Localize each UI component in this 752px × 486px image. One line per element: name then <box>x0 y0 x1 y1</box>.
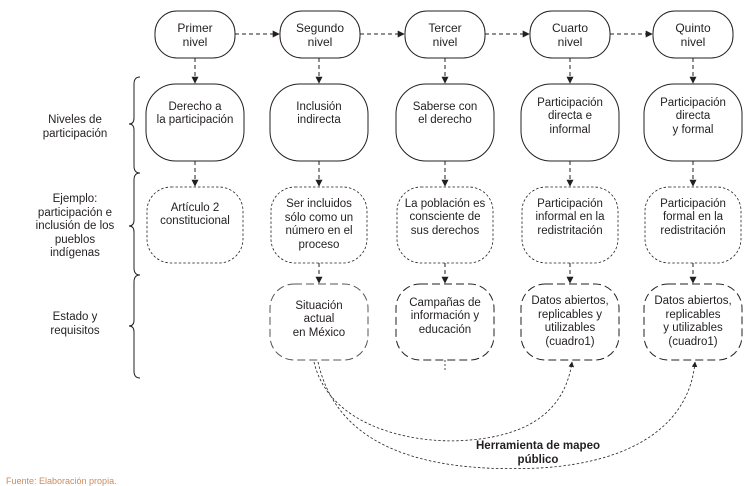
example-text-1: Artículo 2 constitucional <box>160 201 230 228</box>
level-text-3: Tercer nivel <box>428 20 462 49</box>
status-label-1: Situación actual en México <box>270 284 368 356</box>
row-label-ejemplo: Ejemplo: participación e inclusión de lo… <box>35 193 115 259</box>
status-text-1: Situación actual en México <box>292 299 346 339</box>
status-box-1 <box>269 283 369 361</box>
level-label-2: Segundo nivel <box>280 11 360 58</box>
status-label-3: Datos abiertos, replicables y utilizable… <box>521 284 619 360</box>
participation-label-5: Participación directa y formal <box>644 84 742 150</box>
example-label-5: Participación formal en la redistritació… <box>645 187 741 249</box>
example-text-3: La población es consciente de sus derech… <box>404 197 486 237</box>
example-label-1: Artículo 2 constitucional <box>147 187 243 243</box>
participation-label-1: Derecho a la participación <box>146 84 244 144</box>
level-text-4: Cuarto nivel <box>551 20 589 49</box>
participation-text-2: Inclusión indirecta <box>296 100 342 127</box>
row-label-niveles: Niveles de participación <box>42 114 108 140</box>
status-text-4: Datos abiertos, replicables y utilizable… <box>654 295 732 348</box>
brace-estado <box>128 274 141 379</box>
example-box-3 <box>396 186 494 264</box>
participation-text-3: Saberse con el derecho <box>412 100 478 127</box>
example-text-5: Participación formal en la redistritació… <box>660 197 726 237</box>
source-note: Fuente: Elaboración propia. <box>6 476 117 486</box>
participation-label-2: Inclusión indirecta <box>270 84 368 144</box>
level-text-1: Primer nivel <box>177 20 213 49</box>
brace-niveles <box>128 76 141 174</box>
example-label-4: Participación informal en la redistritac… <box>522 187 618 249</box>
example-text-4: Participación informal en la redistritac… <box>535 197 605 237</box>
example-text-2: Ser incluidos sólo como un número en el … <box>284 198 354 251</box>
example-box-5 <box>644 186 742 264</box>
level-label-3: Tercer nivel <box>405 11 485 58</box>
example-box-1 <box>146 186 244 264</box>
level-text-5: Quinto nivel <box>675 20 711 49</box>
status-box-4 <box>643 283 743 361</box>
example-box-4 <box>521 186 619 264</box>
level-label-1: Primer nivel <box>155 11 235 58</box>
level-label-5: Quinto nivel <box>653 11 733 58</box>
participation-text-1: Derecho a la participación <box>156 100 234 127</box>
row-label-estado: Estado y requisitos <box>50 311 100 337</box>
status-box-2 <box>395 283 495 361</box>
status-box-3 <box>520 283 620 361</box>
example-label-2: Ser incluidos sólo como un número en el … <box>271 187 367 263</box>
level-label-4: Cuarto nivel <box>530 11 610 58</box>
participation-label-3: Saberse con el derecho <box>396 84 494 144</box>
status-text-3: Datos abiertos, replicables y utilizable… <box>531 295 609 348</box>
status-label-4: Datos abiertos, replicables y utilizable… <box>644 284 742 360</box>
participation-label-4: Participación directa e informal <box>521 84 619 150</box>
participation-text-4: Participación directa e informal <box>537 96 603 136</box>
mapping-tool-label: Herramienta de mapeo público <box>476 440 600 466</box>
brace-ejemplo <box>128 172 141 276</box>
level-text-2: Segundo nivel <box>295 20 345 49</box>
example-label-3: La población es consciente de sus derech… <box>397 187 493 249</box>
status-text-2: Campañas de información y educación <box>409 296 481 336</box>
curve-to-cuarto <box>313 361 575 442</box>
curve-to-quinto <box>317 361 698 470</box>
example-box-2 <box>270 186 368 264</box>
status-label-2: Campañas de información y educación <box>396 284 494 350</box>
participation-text-5: Participación directa y formal <box>660 96 726 136</box>
